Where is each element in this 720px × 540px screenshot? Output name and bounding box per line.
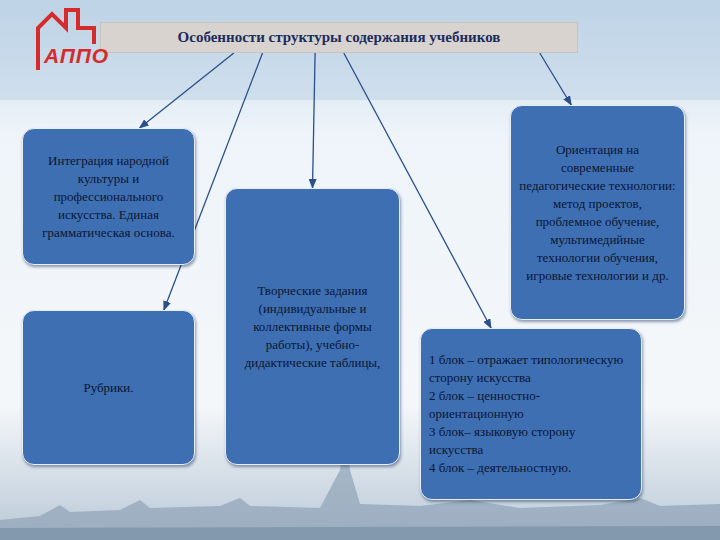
arrow-connector — [313, 53, 316, 188]
node-text: Ориентация на современные педагогические… — [519, 141, 676, 285]
node-text: Творческие задания (индивидуальные и кол… — [234, 282, 391, 372]
arrow-connector — [540, 53, 571, 105]
node-text: 2 блок – ценностно-ориентационную — [429, 387, 633, 423]
title-box: Особенности структуры содержания учебник… — [100, 22, 578, 53]
node-text: Особенности структуры содержания учебник… — [109, 29, 569, 46]
node-text: Рубрики. — [31, 379, 186, 397]
process-box: Интеграция народной культуры и профессио… — [22, 128, 195, 265]
node-text: 1 блок – отражает типологическую сторону… — [429, 351, 633, 387]
node-text: 3 блок– языковую сторону искусства — [429, 423, 633, 459]
process-box: 1 блок – отражает типологическую сторону… — [420, 328, 642, 500]
arrow-connector — [140, 53, 234, 128]
process-box: Рубрики. — [22, 310, 195, 465]
process-box: Творческие задания (индивидуальные и кол… — [225, 188, 400, 465]
node-text: 4 блок – деятельностную. — [429, 459, 633, 477]
logo-text: АППО — [44, 44, 109, 68]
node-text: Интеграция народной культуры и профессио… — [31, 152, 186, 242]
process-box: Ориентация на современные педагогические… — [510, 105, 685, 320]
